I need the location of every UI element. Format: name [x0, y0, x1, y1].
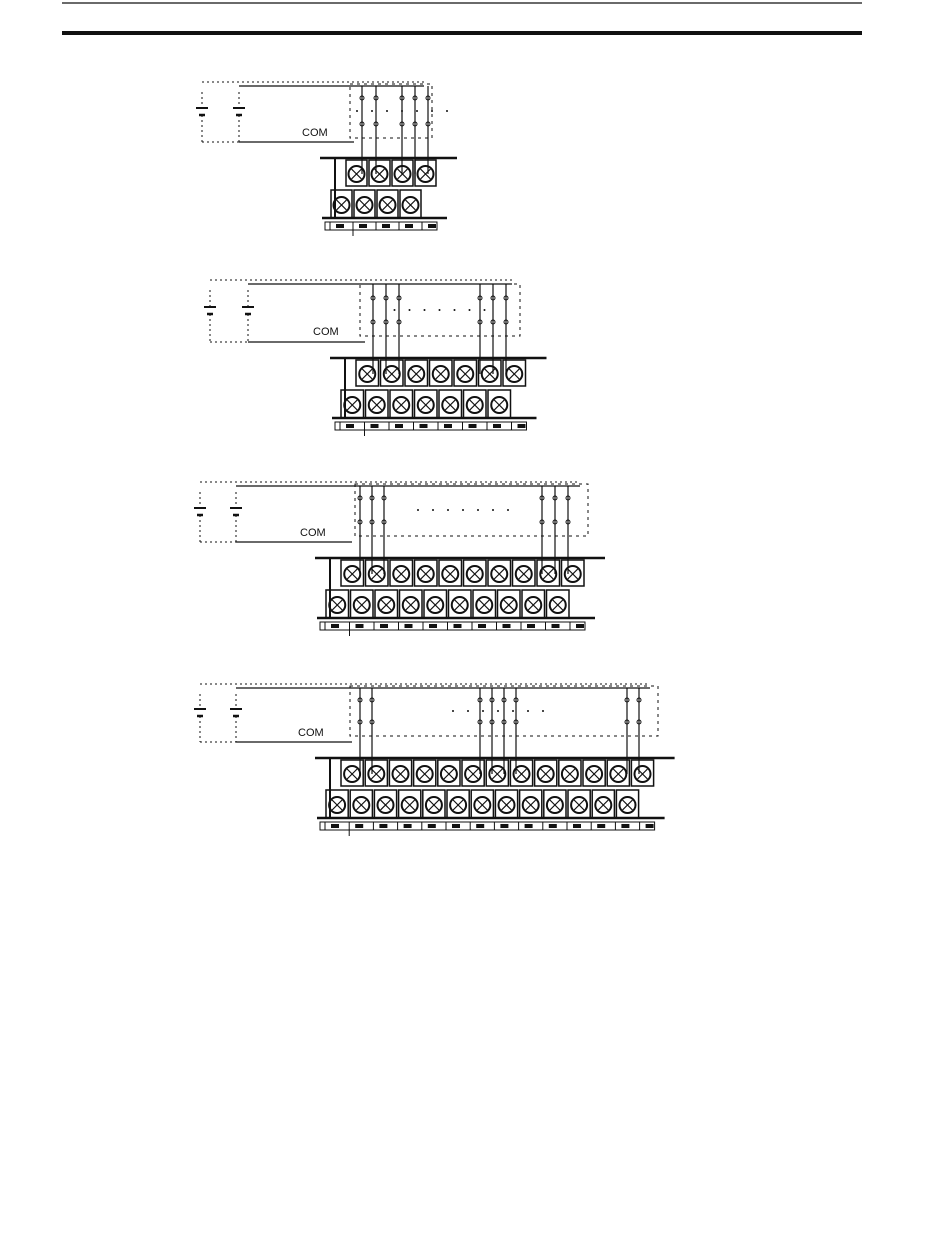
label-strip-mark — [576, 624, 584, 628]
label-strip-mark — [405, 224, 413, 228]
ellipsis-dot — [371, 110, 373, 112]
input-switch-box — [355, 484, 588, 536]
ellipsis-dot — [462, 509, 464, 511]
ellipsis-dot — [401, 110, 403, 112]
label-strip-mark — [395, 424, 403, 428]
ellipsis-dot — [484, 309, 486, 311]
label-strip-mark — [469, 424, 477, 428]
label-strip-mark — [452, 824, 460, 828]
label-strip-mark — [331, 624, 339, 628]
ellipsis-dot — [424, 309, 426, 311]
label-strip-mark — [500, 824, 508, 828]
ellipsis-dot — [447, 509, 449, 511]
label-strip-mark — [621, 824, 629, 828]
ellipsis-dot — [432, 509, 434, 511]
ellipsis-dot — [417, 509, 419, 511]
label-strip-mark — [476, 824, 484, 828]
wiring-diagram-4: COM — [194, 684, 675, 836]
ellipsis-dot — [446, 110, 448, 112]
ellipsis-dot — [439, 309, 441, 311]
wiring-diagram-3: COM — [194, 482, 605, 636]
label-strip-mark — [503, 624, 511, 628]
ellipsis-dot — [512, 710, 514, 712]
ellipsis-dot — [454, 309, 456, 311]
label-strip-mark — [379, 824, 387, 828]
ellipsis-dot — [452, 710, 454, 712]
label-strip-mark — [428, 224, 436, 228]
label-strip-mark — [646, 824, 654, 828]
label-strip-mark — [404, 824, 412, 828]
ellipsis-dot — [431, 110, 433, 112]
label-strip-mark — [454, 624, 462, 628]
label-strip-mark — [527, 624, 535, 628]
label-strip-mark — [525, 824, 533, 828]
label-strip-mark — [359, 224, 367, 228]
ellipsis-dot — [482, 710, 484, 712]
ellipsis-dot — [409, 309, 411, 311]
ellipsis-dot — [394, 309, 396, 311]
label-strip-mark — [573, 824, 581, 828]
label-strip-mark — [429, 624, 437, 628]
ellipsis-dot — [416, 110, 418, 112]
label-strip-mark — [428, 824, 436, 828]
ellipsis-dot — [542, 710, 544, 712]
ellipsis-dot — [527, 710, 529, 712]
ellipsis-dot — [507, 509, 509, 511]
com-label: COM — [298, 727, 324, 739]
ellipsis-dot — [356, 110, 358, 112]
label-strip-mark — [356, 624, 364, 628]
label-strip-mark — [336, 224, 344, 228]
label-strip-mark — [552, 624, 560, 628]
label-strip-mark — [518, 424, 526, 428]
label-strip-mark — [444, 424, 452, 428]
label-strip-mark — [380, 624, 388, 628]
wiring-diagram-2: COM — [204, 280, 547, 436]
label-strip-mark — [355, 824, 363, 828]
label-strip-mark — [478, 624, 486, 628]
ellipsis-dot — [477, 509, 479, 511]
com-label: COM — [313, 326, 339, 338]
label-strip-mark — [346, 424, 354, 428]
ellipsis-dot — [467, 710, 469, 712]
ellipsis-dot — [492, 509, 494, 511]
wiring-diagram-1: COM — [196, 82, 457, 236]
label-strip-mark — [549, 824, 557, 828]
ellipsis-dot — [497, 710, 499, 712]
com-label: COM — [300, 527, 326, 539]
label-strip-mark — [331, 824, 339, 828]
label-strip-mark — [493, 424, 501, 428]
ellipsis-dot — [469, 309, 471, 311]
label-strip-mark — [420, 424, 428, 428]
label-strip-mark — [382, 224, 390, 228]
label-strip-mark — [371, 424, 379, 428]
label-strip-mark — [405, 624, 413, 628]
ellipsis-dot — [386, 110, 388, 112]
label-strip-mark — [597, 824, 605, 828]
com-label: COM — [302, 127, 328, 139]
